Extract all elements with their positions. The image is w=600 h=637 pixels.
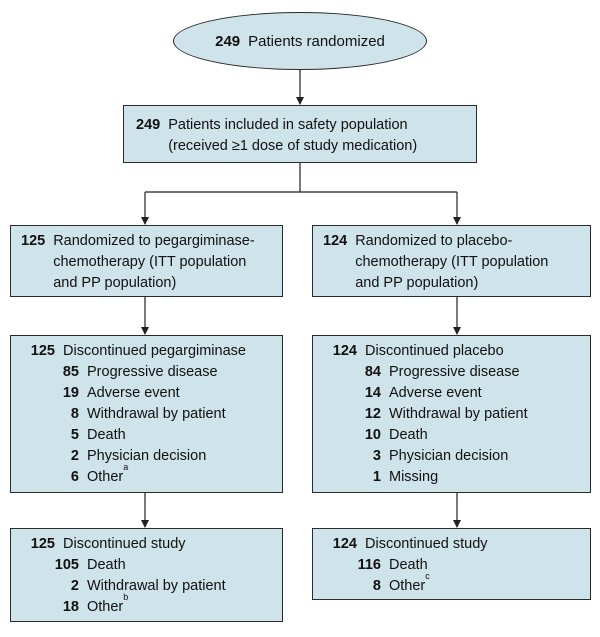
right-discontinued-study-count: 124 — [332, 536, 357, 552]
footnote-marker: a — [123, 462, 129, 472]
right-discontinued-drug-count: 124 — [332, 343, 357, 359]
left-arm-label: Randomized to pegargiminase- chemotherap… — [53, 233, 255, 291]
right-arm-randomized-box: 124 Randomized to placebo- chemotherapy … — [312, 225, 591, 297]
left-discontinued-drug-count: 125 — [30, 343, 55, 359]
footnote-marker: c — [425, 571, 430, 581]
right-discontinued-study-label: Discontinued study — [365, 536, 488, 552]
left-arm-randomized-box: 125 Randomized to pegargiminase- chemoth… — [10, 225, 283, 297]
safety-label: Patients included in safety population (… — [168, 117, 418, 154]
left-discontinued-study-count: 125 — [30, 536, 55, 552]
safety-count: 249 — [136, 117, 161, 133]
randomized-oval: 249 Patients randomized — [173, 12, 427, 70]
right-discontinued-drug-label: Discontinued placebo — [365, 343, 504, 359]
left-discontinued-drug-label: Discontinued pegargiminase — [63, 343, 246, 359]
right-arm-count: 124 — [323, 233, 348, 249]
randomized-count: 249 — [215, 32, 241, 50]
left-discontinued-study-label: Discontinued study — [63, 536, 186, 552]
randomized-label: Patients randomized — [248, 32, 385, 50]
footnote-marker: b — [123, 592, 129, 602]
safety-population-box: 249 Patients included in safety populati… — [123, 105, 477, 163]
right-arm-label: Randomized to placebo- chemotherapy (ITT… — [355, 233, 549, 291]
left-arm-count: 125 — [21, 233, 46, 249]
